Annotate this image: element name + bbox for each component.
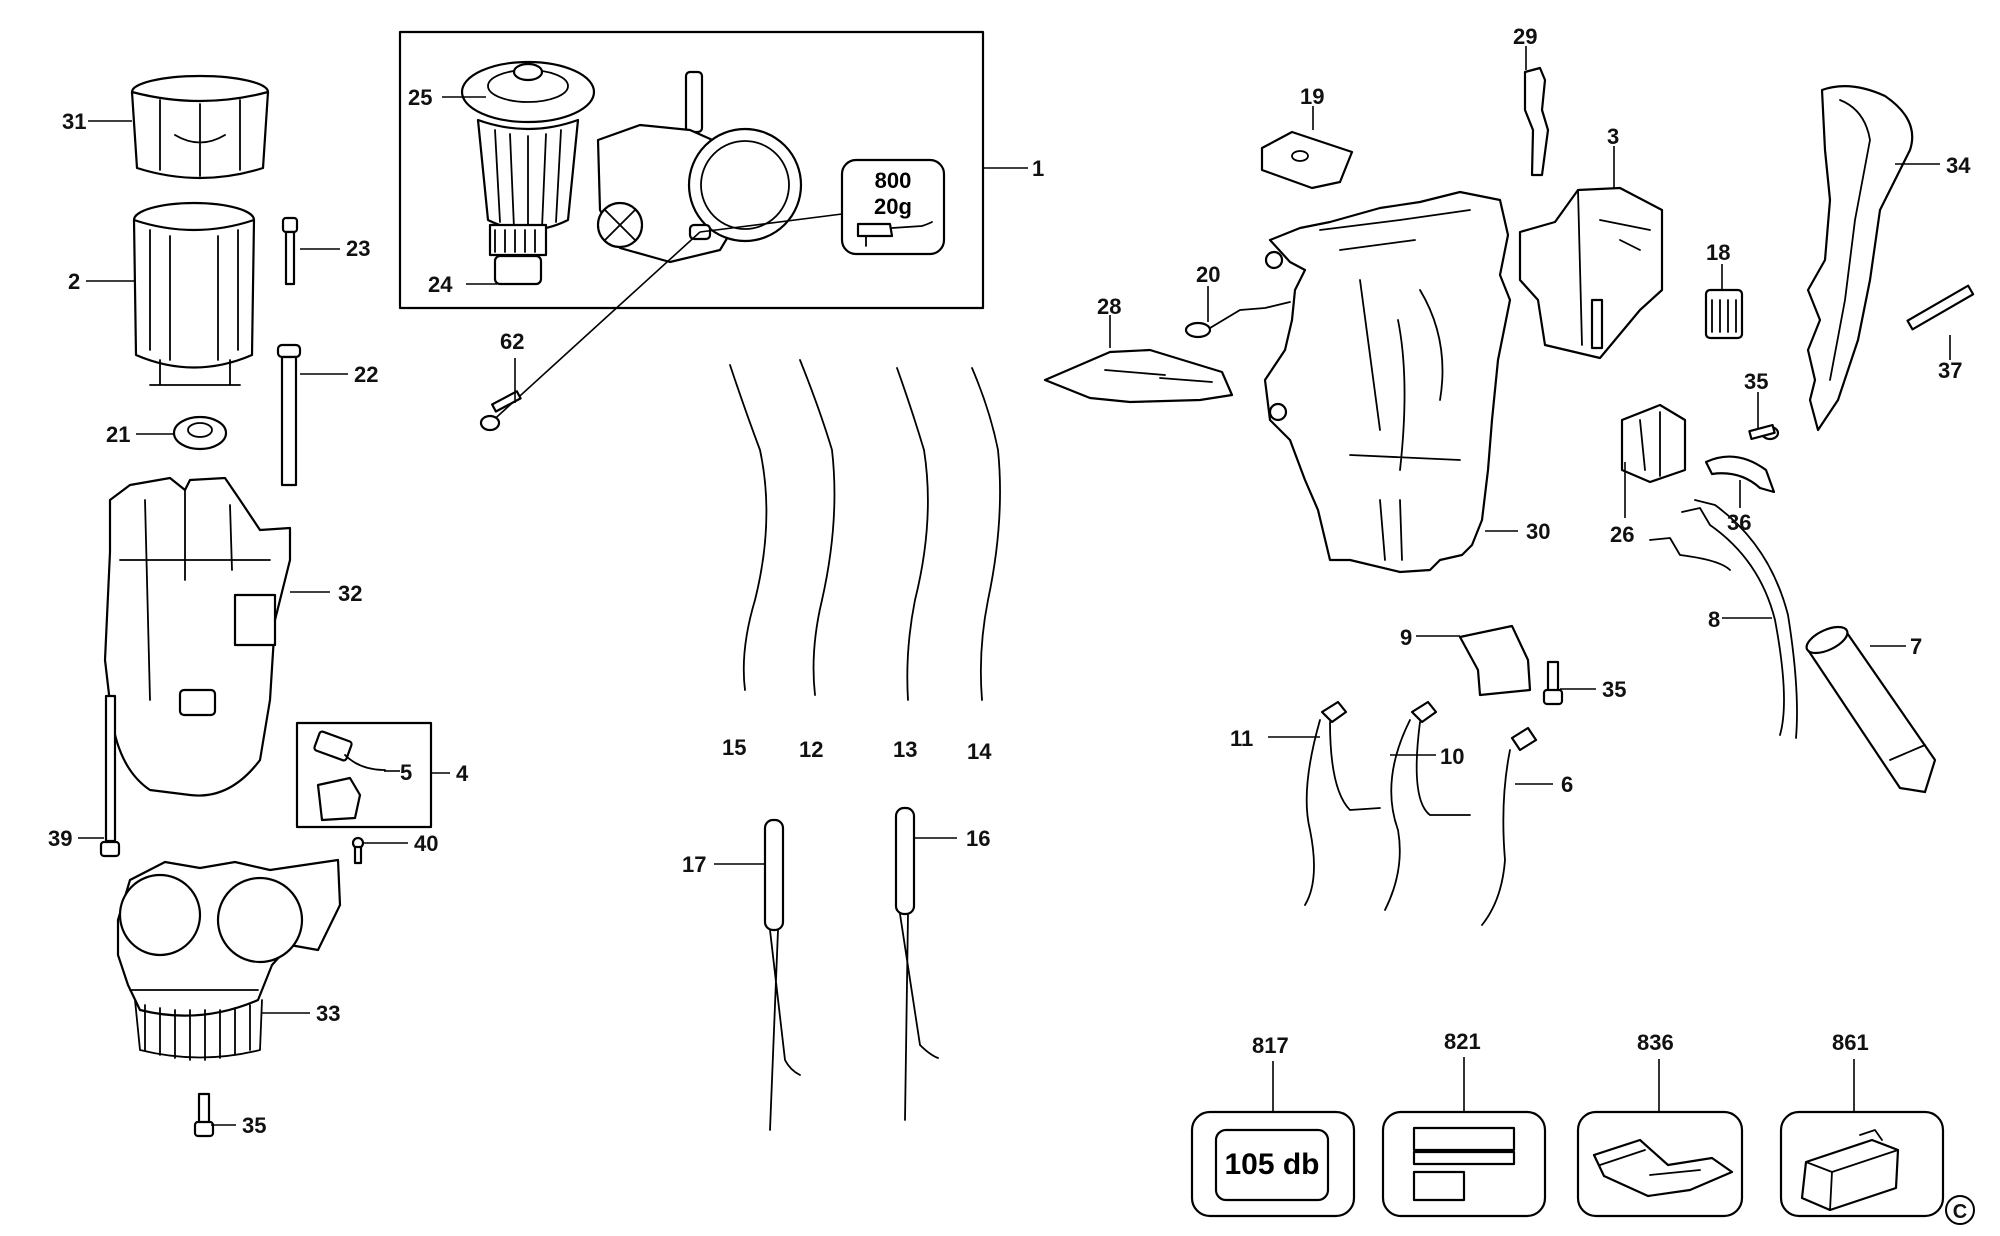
part-1-armature-assembly: 800 20g — [398, 30, 1028, 310]
label-817: 817 — [1252, 1033, 1289, 1058]
part-35-screw-bottom — [193, 1092, 236, 1138]
part-22-tube — [276, 343, 348, 487]
part-39-long-screw — [78, 694, 121, 858]
label-861: 861 — [1832, 1030, 1869, 1055]
part-35-screw-middle — [1542, 660, 1596, 706]
label-37: 37 — [1938, 358, 1962, 383]
label-836: 836 — [1637, 1030, 1674, 1055]
part-11-lead — [1268, 700, 1381, 906]
label-40: 40 — [414, 831, 438, 856]
label-3: 3 — [1607, 124, 1619, 149]
label-13: 13 — [893, 737, 917, 762]
label-9: 9 — [1400, 625, 1412, 650]
part-17-lamp — [714, 818, 801, 1131]
label-17: 17 — [682, 852, 706, 877]
label-1: 1 — [1032, 156, 1044, 181]
part-19-plate — [1260, 106, 1354, 190]
label-26: 26 — [1610, 522, 1634, 547]
wire-set — [729, 359, 1001, 701]
item-821-rating-label — [1381, 1057, 1547, 1218]
part-33-fan-housing — [116, 858, 342, 1061]
label-39: 39 — [48, 826, 72, 851]
part-40-screw — [351, 836, 408, 865]
svg-text:C: C — [1953, 1201, 1967, 1223]
label-7: 7 — [1910, 634, 1922, 659]
part-16-lamp — [894, 806, 957, 1121]
label-32: 32 — [338, 581, 362, 606]
part-34-rear-handle — [1806, 85, 1940, 432]
part-29-switch-slider — [1523, 46, 1550, 177]
label-21: 21 — [106, 422, 130, 447]
label-2: 2 — [68, 269, 80, 294]
label-31: 31 — [62, 109, 86, 134]
label-36: 36 — [1727, 510, 1751, 535]
part-10-lead — [1384, 700, 1471, 911]
part-26-suppressor — [1620, 403, 1687, 518]
part-9-bracket — [1416, 624, 1532, 697]
part-21-bearing — [136, 415, 228, 451]
label-18: 18 — [1706, 240, 1730, 265]
part-2-field — [86, 201, 256, 386]
part-30-main-housing — [1263, 190, 1518, 574]
label-22: 22 — [354, 362, 378, 387]
label-10: 10 — [1440, 744, 1464, 769]
label-33: 33 — [316, 1001, 340, 1026]
label-28: 28 — [1097, 294, 1121, 319]
grease-quantity-bottom: 20g — [874, 194, 912, 219]
part-20-spring — [1184, 286, 1291, 339]
label-23: 23 — [346, 236, 370, 261]
label-12: 12 — [799, 737, 823, 762]
label-35a: 35 — [242, 1113, 266, 1138]
item-836-case-open — [1576, 1059, 1744, 1218]
label-6: 6 — [1561, 772, 1573, 797]
part-37-screw — [1906, 284, 1975, 360]
part-4-5-brush-set — [295, 721, 450, 829]
part-8-power-cable — [1649, 499, 1798, 739]
label-24: 24 — [428, 272, 453, 297]
label-16: 16 — [966, 826, 990, 851]
noise-level-text: 105 db — [1224, 1148, 1319, 1181]
label-20: 20 — [1196, 262, 1220, 287]
part-28-guard-plate — [1043, 315, 1234, 404]
label-35b: 35 — [1744, 369, 1768, 394]
part-3-switch — [1518, 146, 1664, 360]
label-62: 62 — [500, 329, 524, 354]
item-861-carry-case — [1779, 1059, 1945, 1218]
label-15: 15 — [722, 735, 746, 760]
copyright-mark: C — [1945, 1195, 1975, 1225]
grease-quantity-top: 800 — [875, 168, 912, 193]
part-31-brush-ring — [88, 74, 270, 180]
label-14: 14 — [967, 739, 992, 764]
label-34: 34 — [1946, 153, 1971, 178]
part-62-screw — [479, 231, 701, 432]
label-5: 5 — [400, 760, 412, 785]
label-25: 25 — [408, 85, 432, 110]
part-7-cable-sleeve — [1805, 625, 1937, 794]
part-23-screw — [281, 216, 340, 286]
label-4: 4 — [456, 761, 469, 786]
item-817-noise-label: 105 db — [1190, 1061, 1356, 1218]
part-6-lead — [1481, 726, 1553, 926]
part-32-motor-housing — [103, 476, 330, 797]
label-11: 11 — [1230, 726, 1253, 751]
label-8: 8 — [1708, 607, 1720, 632]
label-29: 29 — [1513, 24, 1537, 49]
label-35c: 35 — [1602, 677, 1626, 702]
label-30: 30 — [1526, 519, 1550, 544]
label-19: 19 — [1300, 84, 1324, 109]
part-36-cable-clamp — [1704, 455, 1776, 508]
part-18-carbon-brush — [1704, 264, 1744, 340]
part-35-screw-right — [1748, 392, 1780, 441]
label-821: 821 — [1444, 1029, 1481, 1054]
